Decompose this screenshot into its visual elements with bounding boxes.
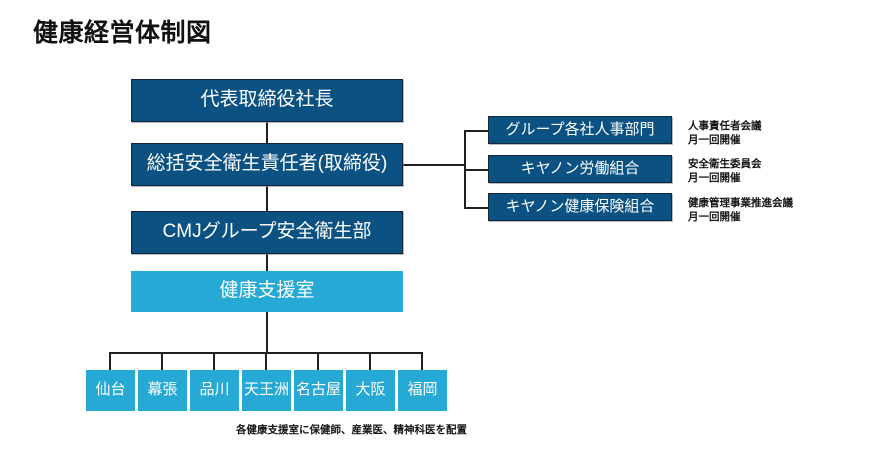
connector-drop-nagoya bbox=[317, 352, 319, 370]
connector-drop-sendai bbox=[109, 352, 111, 370]
note-canon-health-insurance-line1: 健康管理事業推進会議 bbox=[688, 197, 793, 209]
connector-side-branch-canon-health-insurance bbox=[464, 207, 489, 209]
node-canon-labor-union[interactable]: キヤノン労働組合 bbox=[488, 155, 672, 183]
connector-chief-safety-to-cmj-dept bbox=[266, 185, 268, 211]
node-site-tennozu[interactable]: 天王洲 bbox=[242, 370, 291, 411]
node-site-makuhari[interactable]: 幕張 bbox=[138, 370, 187, 411]
node-ceo[interactable]: 代表取締役社長 bbox=[131, 79, 403, 122]
note-canon-health-insurance-line2: 月一回開催 bbox=[688, 211, 741, 224]
node-canon-health-insurance-association[interactable]: キヤノン健康保険組合 bbox=[488, 193, 672, 221]
node-site-shinagawa[interactable]: 品川 bbox=[190, 370, 239, 411]
connector-chief-safety-to-side-trunk bbox=[403, 164, 465, 166]
node-site-nagoya[interactable]: 名古屋 bbox=[294, 370, 343, 411]
footnote-text: 各健康支援室に保健師、産業医、精神科医を配置 bbox=[236, 424, 467, 436]
note-group-hr-line2: 月一回開催 bbox=[688, 134, 741, 147]
note-group-hr-line1: 人事責任者会議 bbox=[688, 120, 762, 132]
note-canon-health-insurance: 健康管理事業推進会議 月一回開催 bbox=[688, 196, 793, 224]
note-group-hr: 人事責任者会議 月一回開催 bbox=[688, 119, 762, 147]
note-canon-union-line1: 安全衛生委員会 bbox=[688, 158, 762, 170]
node-chief-safety-officer[interactable]: 総括安全衛生責任者(取締役) bbox=[131, 143, 403, 186]
connector-drop-fukuoka bbox=[421, 352, 423, 370]
connector-ceo-to-chief-safety bbox=[266, 121, 268, 143]
page-title: 健康経営体制図 bbox=[33, 19, 212, 47]
node-site-fukuoka[interactable]: 福岡 bbox=[398, 370, 447, 411]
node-health-support-office[interactable]: 健康支援室 bbox=[131, 271, 403, 312]
node-site-osaka[interactable]: 大阪 bbox=[346, 370, 395, 411]
connector-cmj-dept-to-health-office bbox=[266, 253, 268, 271]
connector-health-office-to-sites-trunk bbox=[266, 312, 268, 353]
connector-drop-tennozu bbox=[265, 352, 267, 370]
connector-drop-osaka bbox=[369, 352, 371, 370]
connector-side-branch-canon-union bbox=[464, 169, 489, 171]
node-site-sendai[interactable]: 仙台 bbox=[86, 370, 135, 411]
connector-side-trunk bbox=[464, 130, 466, 207]
note-canon-union: 安全衛生委員会 月一回開催 bbox=[688, 157, 762, 185]
note-canon-union-line2: 月一回開催 bbox=[688, 172, 741, 185]
connector-drop-makuhari bbox=[161, 352, 163, 370]
node-cmj-group-safety-department[interactable]: CMJグループ安全衛生部 bbox=[131, 211, 403, 254]
connector-drop-shinagawa bbox=[213, 352, 215, 370]
connector-side-branch-group-hr bbox=[464, 130, 489, 132]
node-group-hr-departments[interactable]: グループ各社人事部門 bbox=[488, 116, 672, 144]
